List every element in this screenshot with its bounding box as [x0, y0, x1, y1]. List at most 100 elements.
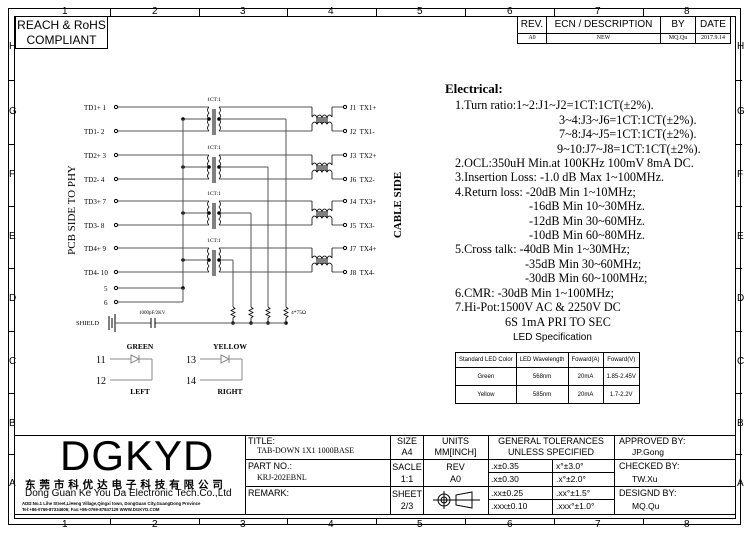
common-mode-choke-icon	[311, 155, 333, 179]
sheet-value: 2/3	[400, 501, 414, 511]
tolerance-title: GENERAL TOLERANCES	[498, 436, 604, 446]
electrical-line: 7.Hi-Pot:1500V AC & 2250V DC	[455, 300, 621, 315]
capacitor-icon	[150, 318, 156, 328]
table-header-row: Standard LED Color LED Wavelength Foward…	[455, 352, 640, 368]
pin-terminal	[113, 128, 119, 134]
led-position-label: LEFT	[130, 387, 150, 396]
zone-row-label: D	[737, 293, 745, 304]
right-pin-label: J1 TX1+	[350, 104, 376, 112]
left-pin-label: TD3+ 7	[84, 198, 107, 206]
tolerance-value: .xx±0.25	[491, 488, 524, 498]
pcb-side-label: PCB SIDE TO PHY	[66, 165, 78, 255]
right-pin-label: J5 TX3-	[350, 222, 375, 230]
transformer-icon	[207, 247, 221, 276]
transformer-icon	[207, 106, 221, 135]
pin-terminal	[113, 245, 119, 251]
tolerance-value: .xx°±1.5°	[556, 488, 591, 498]
zone-row-label: A	[737, 478, 744, 489]
checked-label: CHECKED BY:	[619, 461, 680, 471]
resistor-icon	[265, 306, 271, 323]
led-pin-label: 11	[96, 355, 106, 366]
zone-row-label: G	[9, 106, 17, 117]
tolerance-value: .x±0.35	[491, 461, 519, 471]
scale-value: 1:1	[400, 474, 414, 484]
table-cell: 1.85-2.45V	[602, 367, 640, 386]
capacitor-label: 1000pF/2KV	[139, 311, 166, 316]
zone-column-label: 6	[507, 6, 513, 17]
zone-column-label: 4	[328, 6, 334, 17]
zone-column-label: 3	[240, 519, 246, 530]
electrical-title: Electrical:	[445, 81, 503, 96]
led-position-label: RIGHT	[217, 387, 242, 396]
rev-value: A0	[449, 474, 461, 484]
rev-cell: REV A0	[423, 461, 488, 485]
left-pin-label: TD2- 4	[84, 176, 105, 184]
pin-terminal	[113, 269, 119, 275]
led-diode-icon	[220, 354, 231, 364]
extra-pin-label: 6	[104, 299, 108, 307]
right-pin-label: J8 TX4-	[350, 269, 375, 277]
zone-row-label: B	[9, 418, 16, 429]
zone-row-label: C	[9, 356, 17, 367]
company-name-cn: 东 莞 市 科 优 达 电 子 科 技 有 限 公 司	[25, 479, 224, 491]
zone-column-label: 8	[684, 6, 690, 17]
zone-row-label: H	[9, 41, 17, 52]
company-contact: Tel:+86-0769-87334606; Fax:+86-0769-8784…	[22, 507, 160, 512]
drawing-inner-border	[14, 16, 736, 519]
led-pin-label: 14	[186, 376, 196, 387]
transformer-ratio-label: 1CT:1	[207, 145, 221, 151]
title-column	[245, 435, 391, 515]
right-pin-label: J3 TX2+	[350, 152, 376, 160]
designed-value: MQ.Qu	[632, 501, 660, 511]
pin-terminal	[113, 152, 119, 158]
transformer-icon	[207, 154, 221, 183]
pin-terminal	[342, 198, 348, 204]
electrical-line: -12dB Min 30~60MHz.	[529, 213, 645, 228]
cable-side-label: CABLE SIDE	[392, 172, 404, 238]
pin-terminal	[113, 285, 119, 291]
pin-terminal	[342, 128, 348, 134]
units-value: MM[INCH]	[434, 447, 477, 457]
company-name-en: Dong Guan Ke You Da Electronic Tech.Co.,…	[25, 488, 232, 499]
junction-dot	[217, 211, 221, 215]
rev-label: REV	[446, 462, 465, 472]
pin-terminal	[342, 269, 348, 275]
date-value: 2017.9.14	[695, 33, 731, 44]
table-cell: 568nm	[515, 367, 569, 386]
zone-row-label: E	[9, 231, 16, 242]
pin-terminal	[342, 152, 348, 158]
zone-column-label: 5	[417, 6, 423, 17]
zone-column-label: 4	[328, 519, 334, 530]
company-address: ADD:No.1 Lihe Street,LiHeng Village,Qing…	[22, 501, 201, 506]
pin-terminal	[342, 104, 348, 110]
sheet-label: SHEET	[391, 489, 422, 499]
zone-row-label: F	[9, 169, 16, 180]
table-cell: 20mA	[567, 385, 604, 404]
shield-label: SHIELD	[76, 320, 99, 327]
junction-dot	[207, 211, 211, 215]
electrical-specs: Electrical: 1.Turn ratio:1~2:J1~J2=1CT:1…	[445, 81, 701, 329]
led-spec-title: LED Specification	[513, 332, 592, 343]
electrical-line: -10dB Min 60~80MHz.	[529, 228, 645, 243]
right-pin-label: J6 TX2-	[350, 176, 375, 184]
left-pin-label: TD4+ 9	[84, 245, 107, 253]
electrical-line: 2.OCL:350uH Min.at 100KHz 100mV 8mA DC.	[455, 156, 694, 171]
tolerance-value: .xxx°±1.0°	[556, 501, 595, 511]
zone-column-label: 7	[595, 6, 601, 17]
junction-dot	[217, 258, 221, 262]
pin-terminal	[113, 176, 119, 182]
designed-label: DESIGND BY:	[619, 488, 677, 498]
table-header: LED Wavelength	[515, 352, 569, 368]
zone-row-label: E	[737, 231, 744, 242]
pin-terminal	[113, 198, 119, 204]
part-no-label: PART NO.:	[248, 461, 293, 471]
title-value: TAB-DOWN 1X1 1000BASE	[257, 446, 355, 455]
size-value: A4	[401, 447, 413, 457]
sheet-cell: SHEET 2/3	[391, 488, 423, 512]
table-cell: Green	[455, 367, 517, 386]
